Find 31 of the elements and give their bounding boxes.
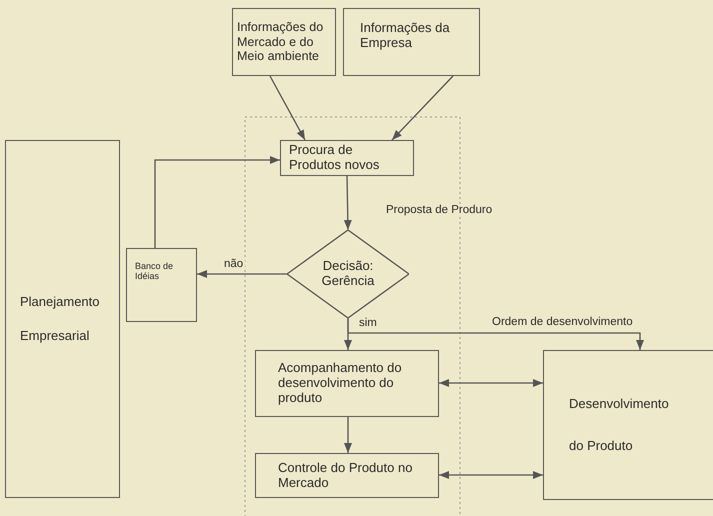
arrow bbox=[347, 318, 644, 350]
node-text: Planejamento Empresarial bbox=[20, 293, 100, 345]
decision-diamond bbox=[287, 230, 409, 318]
process-box bbox=[126, 248, 197, 322]
arrow bbox=[197, 270, 287, 278]
edge-label: Ordem de desenvolvimento bbox=[490, 316, 635, 328]
process-box bbox=[343, 8, 480, 76]
node-text: Procura de Produtos novos bbox=[289, 143, 380, 173]
arrow bbox=[269, 76, 306, 140]
node-text: Banco de Idéias bbox=[135, 261, 174, 282]
process-box bbox=[232, 8, 336, 76]
process-box bbox=[5, 140, 120, 498]
edge-label: sim bbox=[357, 317, 379, 329]
node-text: Controle do Produto no Mercado bbox=[278, 460, 413, 490]
process-box bbox=[280, 140, 414, 176]
arrow bbox=[344, 176, 352, 230]
arrow bbox=[439, 379, 543, 387]
process-box bbox=[255, 453, 439, 498]
edge-label: Proposta de Produro bbox=[384, 204, 494, 216]
arrow bbox=[439, 471, 543, 479]
node-text: Informações do Mercado e do Meio ambiente bbox=[237, 20, 324, 64]
edge-label: não bbox=[222, 258, 246, 270]
node-text: Decisão: Gerência bbox=[320, 259, 376, 289]
node-text: Desenvolvimento do Produto bbox=[569, 395, 670, 455]
arrow bbox=[154, 156, 280, 248]
node-text: Acompanhamento do desenvolvimento do produto bbox=[278, 361, 403, 406]
node-text: Informações da Empresa bbox=[360, 21, 451, 51]
process-box bbox=[543, 350, 713, 500]
arrow bbox=[344, 417, 352, 453]
process-box bbox=[255, 350, 439, 417]
arrow bbox=[392, 76, 454, 140]
